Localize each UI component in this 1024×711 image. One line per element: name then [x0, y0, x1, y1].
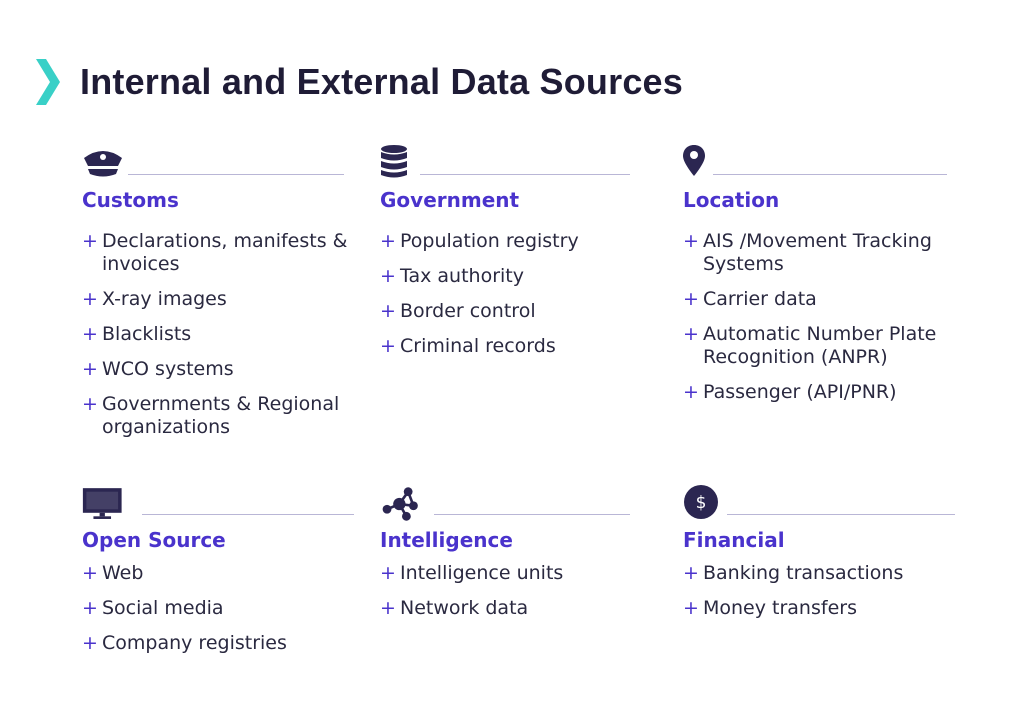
section-divider — [420, 174, 630, 175]
section-list: +Web +Social media +Company registries — [82, 562, 372, 667]
list-item: +Automatic Number Plate Recognition (ANP… — [683, 323, 937, 368]
chevron-icon — [36, 59, 60, 105]
section-list: +Declarations, manifests & invoices +X-r… — [82, 230, 372, 451]
list-item: +Intelligence units — [380, 562, 564, 584]
title-block: Internal and External Data Sources — [34, 56, 683, 108]
section-divider — [727, 514, 955, 515]
list-item: +Network data — [380, 597, 529, 619]
section-title: Location — [683, 188, 780, 212]
map-pin-icon — [683, 145, 705, 176]
list-item: +Border control — [380, 300, 536, 322]
section-list: +AIS /Movement Tracking Systems +Carrier… — [683, 230, 973, 416]
dollar-coin-icon: $ — [684, 485, 718, 519]
list-item: +Governments & Regional organizations — [82, 393, 340, 438]
list-item: +Money transfers — [683, 597, 857, 619]
list-item: +AIS /Movement Tracking Systems — [683, 230, 932, 275]
monitor-icon — [82, 488, 122, 519]
list-item: +Passenger (API/PNR) — [683, 381, 897, 403]
section-title: Financial — [683, 528, 785, 552]
section-list: +Population registry +Tax authority +Bor… — [380, 230, 670, 370]
section-divider — [434, 514, 630, 515]
section-divider — [128, 174, 344, 175]
list-item: +Social media — [82, 597, 224, 619]
section-title: Intelligence — [380, 528, 513, 552]
list-item: +Population registry — [380, 230, 579, 252]
list-item: +Declarations, manifests & invoices — [82, 230, 348, 275]
page-title: Internal and External Data Sources — [80, 61, 683, 102]
list-item: +Criminal records — [380, 335, 556, 357]
list-item: +Blacklists — [82, 323, 192, 345]
list-item: +Company registries — [82, 632, 287, 654]
list-item: +Tax authority — [380, 265, 524, 287]
section-divider — [142, 514, 354, 515]
section-title: Customs — [82, 188, 179, 212]
section-divider — [713, 174, 947, 175]
section-title: Government — [380, 188, 520, 212]
list-item: +Carrier data — [683, 288, 817, 310]
list-item: +WCO systems — [82, 358, 234, 380]
section-list: +Intelligence units +Network data — [380, 562, 670, 632]
section-title: Open Source — [82, 528, 226, 552]
network-icon — [382, 487, 418, 521]
list-item: +Banking transactions — [683, 562, 904, 584]
list-item: +Web — [82, 562, 144, 584]
police-cap-icon — [84, 151, 122, 177]
section-list: +Banking transactions +Money transfers — [683, 562, 973, 632]
list-item: +X-ray images — [82, 288, 227, 310]
database-icon — [381, 145, 407, 178]
svg-text:$: $ — [696, 493, 707, 513]
